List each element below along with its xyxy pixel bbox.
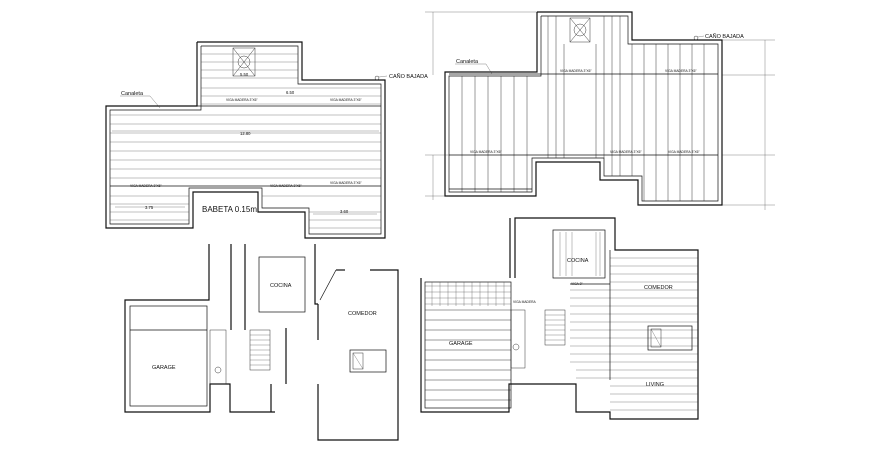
roof-left-viga-label: VIGA MADERA 3"X6" <box>330 98 362 102</box>
roof-right-cano-bajada-label: CAÑO BAJADA <box>705 33 744 40</box>
roof-left-dim-top: 5.50 <box>240 72 249 77</box>
roof-left-babeta-label: BABETA 0.15m <box>202 205 257 214</box>
roof-plan-right: Canaleta CAÑO BAJADA VIGA MADERA 3"X6" V… <box>425 11 775 210</box>
roof-right-canaleta-label: Canaleta <box>456 59 479 65</box>
roof-left-outline <box>105 41 386 239</box>
ground-right-living-planks <box>570 257 698 411</box>
ground-right-kitchen <box>552 229 606 279</box>
roof-left-cano-bajada-label: CAÑO BAJADA <box>389 73 428 80</box>
ground-right-drain-icon <box>512 343 520 351</box>
roof-left-dim-right-bottom: 3.60 <box>340 209 349 214</box>
ground-left-cocina-label: COCINA <box>270 283 292 289</box>
ground-right-garage-top-grid <box>425 282 511 306</box>
roof-left-viga-label: VIGA MADERA 3"X6" <box>226 98 258 102</box>
ground-right-stairs <box>544 309 566 346</box>
ground-right-comedor-label: COMEDOR <box>644 285 673 291</box>
roof-right-outline <box>444 11 723 206</box>
ground-right-fireplace <box>647 325 693 351</box>
ground-left-garage-label: GARAGE <box>152 365 176 371</box>
ground-right-viga-label: VIGA 3" <box>571 282 583 286</box>
roof-plan-left: Canaleta CAÑO BAJADA 5.50 6.50 12.80 3.7… <box>105 41 428 239</box>
roof-right-viga-label: VIGA MADERA 3"X6" <box>610 150 642 154</box>
roof-left-main-planks <box>110 114 381 179</box>
ground-left-drain-icon <box>214 366 222 374</box>
roof-left-upper-planks <box>201 53 381 105</box>
roof-left-inner-outline <box>109 45 382 235</box>
roof-right-rafters <box>461 16 705 201</box>
roof-right-viga-label: VIGA MADERA 3"X6" <box>668 150 700 154</box>
ground-plan-left: COCINA COMEDOR GARAGE <box>124 244 399 441</box>
ground-plan-right: COCINA COMEDOR GARAGE LIVING VIGA MADERA… <box>420 217 699 420</box>
roof-left-viga-label: VIGA MADERA 3"X6" <box>130 184 162 188</box>
ground-right-garage-label: GARAGE <box>449 341 473 347</box>
ground-right-living-label: LIVING <box>646 382 664 388</box>
roof-left-dim-left-bottom: 3.75 <box>145 205 154 210</box>
roof-left-viga-label: VIGA MADERA 3"X6" <box>330 181 362 185</box>
roof-right-inner-outline <box>448 15 719 202</box>
roof-right-viga-label: VIGA MADERA 3"X6" <box>665 69 697 73</box>
roof-right-viga-label: VIGA MADERA 3"X6" <box>560 69 592 73</box>
roof-left-dim-main: 12.80 <box>240 131 251 136</box>
roof-left-viga-label: VIGA MADERA 3"X6" <box>270 184 302 188</box>
ground-left-kitchen <box>258 256 306 313</box>
roof-right-skylight <box>569 17 591 43</box>
roof-left-canaleta-label: Canaleta <box>121 91 144 97</box>
ground-left-garage <box>129 305 208 407</box>
ground-right-garage-hatch <box>425 309 511 401</box>
ground-right-viga-madera-label: VIGA MADERA <box>513 300 537 304</box>
roof-right-dimensions <box>425 11 775 210</box>
roof-left-dim-mid: 6.50 <box>286 90 295 95</box>
roof-right-viga-label: VIGA MADERA 3"X6" <box>470 150 502 154</box>
ground-left-fireplace <box>349 349 387 373</box>
ground-left-comedor-label: COMEDOR <box>348 311 377 317</box>
ground-right-cocina-label: COCINA <box>567 258 589 264</box>
roof-left-lower-planks <box>110 195 381 229</box>
